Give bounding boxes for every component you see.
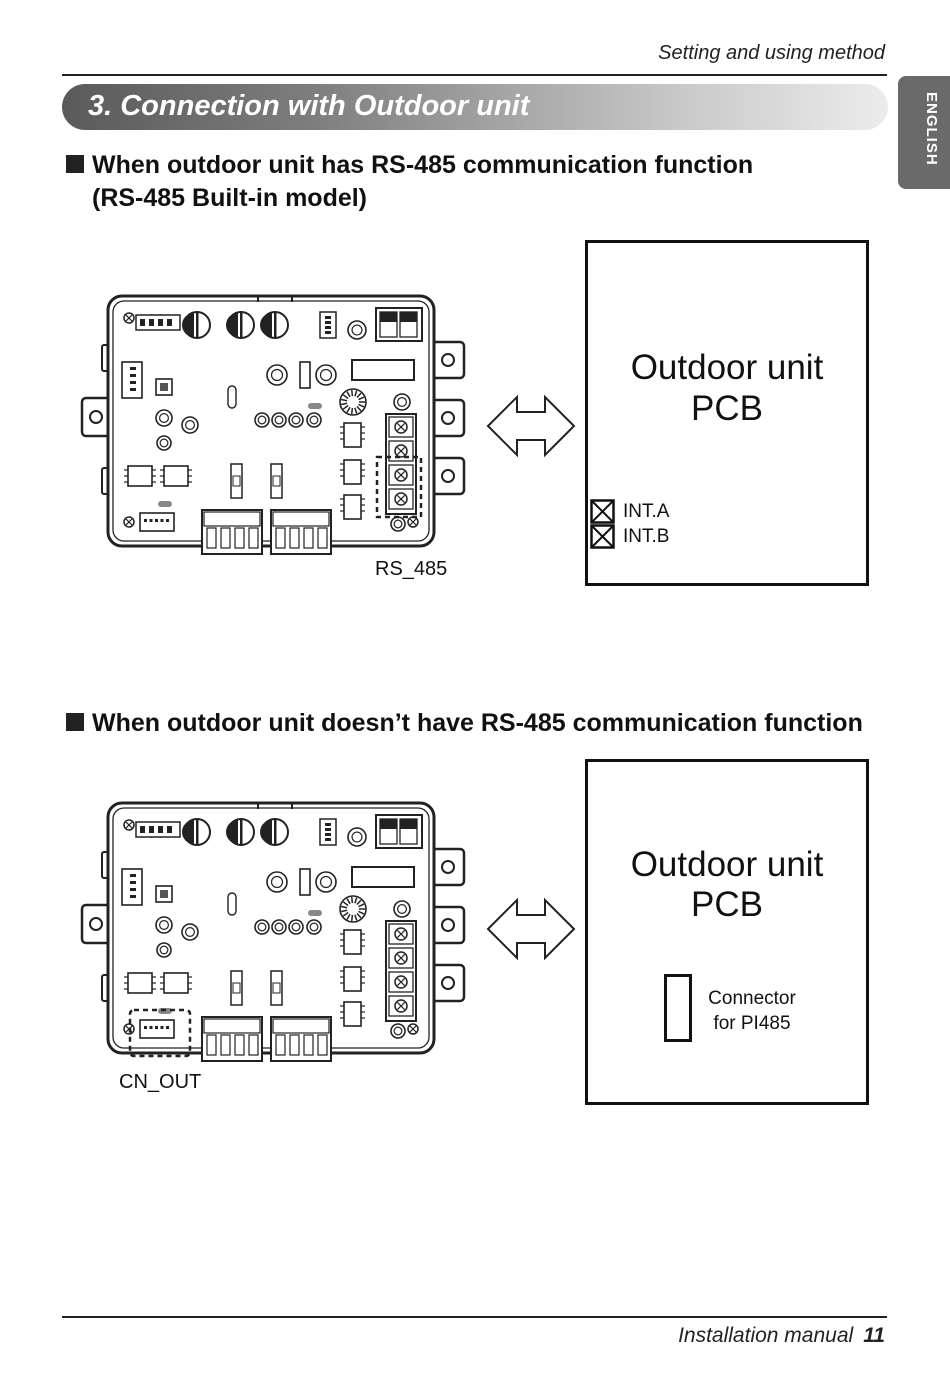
double-arrow-icon — [486, 897, 576, 961]
page-number: 11 — [863, 1324, 885, 1347]
indoor-pcb-diagram-2 — [80, 801, 466, 1062]
case1-heading-line1: When outdoor unit has RS-485 communicati… — [92, 151, 754, 179]
section-banner: 3. Connection with Outdoor unit — [62, 84, 888, 130]
connector-label: Connector for PI485 — [692, 986, 812, 1036]
cn-out-connector-label: CN_OUT — [119, 1071, 202, 1093]
language-label: ENGLISH — [923, 92, 940, 166]
footer-rule — [62, 1316, 887, 1318]
case1-heading: When outdoor unit has RS-485 communicati… — [66, 149, 753, 215]
language-tab: ENGLISH — [898, 76, 950, 189]
int-b-terminal: INT.B — [590, 524, 669, 549]
outdoor-title-line2: PCB — [691, 885, 763, 924]
case2-heading-text: When outdoor unit doesn’t have RS-485 co… — [92, 709, 863, 737]
int-a-label: INT.A — [623, 500, 670, 522]
terminal-x-icon — [590, 499, 615, 524]
footer-manual-title: Installation manual — [678, 1324, 854, 1347]
int-b-label: INT.B — [623, 525, 670, 547]
footer: Installation manual 11 — [678, 1324, 885, 1348]
case1-heading-line2: (RS-485 Built-in model) — [92, 184, 368, 212]
outdoor-title-line2: PCB — [691, 389, 763, 428]
double-arrow-icon — [486, 394, 576, 458]
pi485-connector-icon — [664, 974, 692, 1042]
running-header: Setting and using method — [658, 42, 885, 64]
bullet-square-icon — [66, 155, 84, 173]
terminal-x-icon — [590, 524, 615, 549]
int-a-terminal: INT.A — [590, 499, 669, 524]
rs485-terminal-label: RS_485 — [375, 558, 448, 580]
connector-label-line1: Connector — [708, 988, 796, 1009]
outdoor-title-line1: Outdoor unit — [630, 348, 824, 387]
case2-heading: When outdoor unit doesn’t have RS-485 co… — [66, 707, 863, 740]
header-rule — [62, 74, 887, 76]
outdoor-unit-pcb-box-2: Outdoor unit PCB Connector for PI485 — [585, 759, 869, 1105]
section-title: 3. Connection with Outdoor unit — [88, 90, 530, 122]
outdoor-unit-pcb-box-1: Outdoor unit PCB INT.A INT.B — [585, 240, 869, 586]
bullet-square-icon — [66, 713, 84, 731]
outdoor-title-line1: Outdoor unit — [630, 845, 824, 884]
indoor-pcb-diagram-1 — [80, 294, 466, 555]
connector-label-line2: for PI485 — [713, 1013, 791, 1034]
